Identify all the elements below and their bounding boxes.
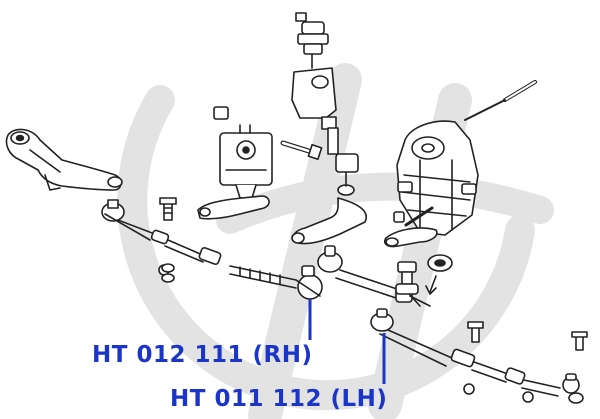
- tie-rod-lower: [450, 348, 584, 404]
- ball-joint: [395, 261, 421, 307]
- boot-and-washer: [425, 254, 453, 295]
- bolt-lower-right: [467, 321, 588, 351]
- pitman-arm: [5, 128, 123, 191]
- steering-gear-housing: [396, 80, 537, 236]
- center-link: [317, 245, 431, 307]
- part-number-label-rh: HT 012 111 (RH): [92, 342, 313, 368]
- bolt-left: [159, 197, 177, 221]
- long-bolt: [280, 140, 323, 161]
- center-arm: [383, 206, 438, 248]
- upper-column-assembly: [291, 12, 367, 245]
- outer-tie-rod-end-rh: [295, 265, 323, 300]
- idler-arm-bracket: [197, 106, 273, 220]
- outer-tie-rod-end-lh: [370, 308, 453, 367]
- part-number-label-lh: HT 011 112 (LH): [170, 386, 388, 412]
- nuts-lower-left: [161, 263, 175, 283]
